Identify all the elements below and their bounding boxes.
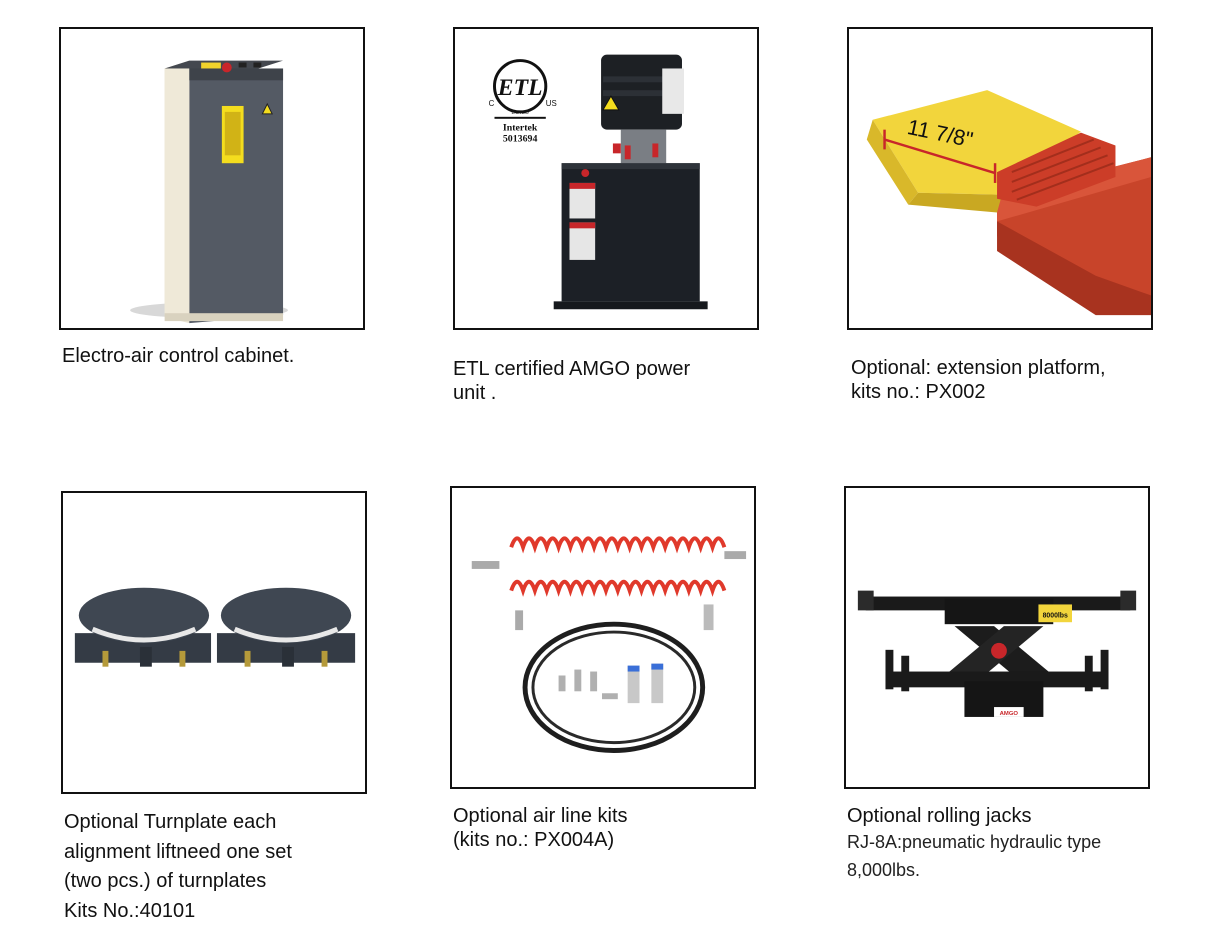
extension-platform-illustration: 11 7/8" xyxy=(866,90,1151,316)
turnplates-illustration xyxy=(74,587,356,667)
caption-detail-line: 8,000lbs. xyxy=(847,860,921,880)
jack-capacity-label: 8000lbs xyxy=(1043,612,1068,619)
air-line-kits-illustration xyxy=(471,536,747,753)
etl-lab-text: Intertek xyxy=(503,123,538,134)
caption-detail-line: RJ-8A:pneumatic hydraulic type xyxy=(847,832,1102,852)
caption-line: Optional: extension platform, xyxy=(851,357,1106,379)
caption-control-cabinet: Electro-air control cabinet. xyxy=(62,344,294,368)
etl-number-text: 5013694 xyxy=(503,133,538,144)
rolling-jacks-illustration: 8000lbs AMGO xyxy=(857,590,1137,717)
etl-mark-text: ETL xyxy=(497,75,543,101)
caption-line: Kits No.:40101 xyxy=(64,899,196,922)
jack-brand-label: AMGO xyxy=(1000,711,1019,717)
caption-line: (kits no.: PX004A) xyxy=(453,829,615,851)
control-cabinet-illustration xyxy=(130,60,288,324)
caption-extension-platform: Optional: extension platform, kits no.: … xyxy=(851,356,1106,404)
red-coil-hose xyxy=(509,536,727,597)
caption-line: Electro-air control cabinet. xyxy=(62,345,295,367)
product-image-extension-platform: 11 7/8" xyxy=(847,27,1153,330)
caption-line: Optional Turnplate each xyxy=(64,811,277,833)
caption-line: Optional rolling jacks xyxy=(847,805,1032,827)
product-image-power-unit: ETL C US LISTED Intertek 5013694 xyxy=(453,27,759,330)
product-image-rolling-jacks: 8000lbs AMGO xyxy=(844,486,1150,789)
caption-line: (two pcs.) of turnplates xyxy=(64,870,267,892)
caption-air-line-kits: Optional air line kits (kits no.: PX004A… xyxy=(453,804,628,852)
product-image-air-line-kits xyxy=(450,486,756,789)
caption-line: unit . xyxy=(453,382,497,404)
etl-us-text: US xyxy=(546,99,557,108)
turnplate-left xyxy=(74,587,212,667)
caption-line: Optional air line kits xyxy=(453,805,628,827)
etl-certification-mark: ETL C US LISTED Intertek 5013694 xyxy=(489,59,557,144)
etl-listed-text: LISTED xyxy=(512,110,530,116)
product-image-control-cabinet xyxy=(59,27,365,330)
turnplate-right xyxy=(216,587,356,667)
caption-rolling-jacks: Optional rolling jacks RJ-8A:pneumatic h… xyxy=(847,804,1101,884)
caption-line: kits no.: PX002 xyxy=(851,381,986,403)
caption-turnplates: Optional Turnplate each alignment liftne… xyxy=(64,808,292,926)
product-image-turnplates xyxy=(61,491,367,794)
power-unit-illustration: ETL C US LISTED Intertek 5013694 xyxy=(489,54,708,310)
caption-line: ETL certified AMGO power xyxy=(453,358,691,380)
caption-line: alignment liftneed one set xyxy=(64,840,292,863)
caption-power-unit: ETL certified AMGO power unit . xyxy=(453,357,690,405)
etl-c-text: C xyxy=(489,99,495,108)
